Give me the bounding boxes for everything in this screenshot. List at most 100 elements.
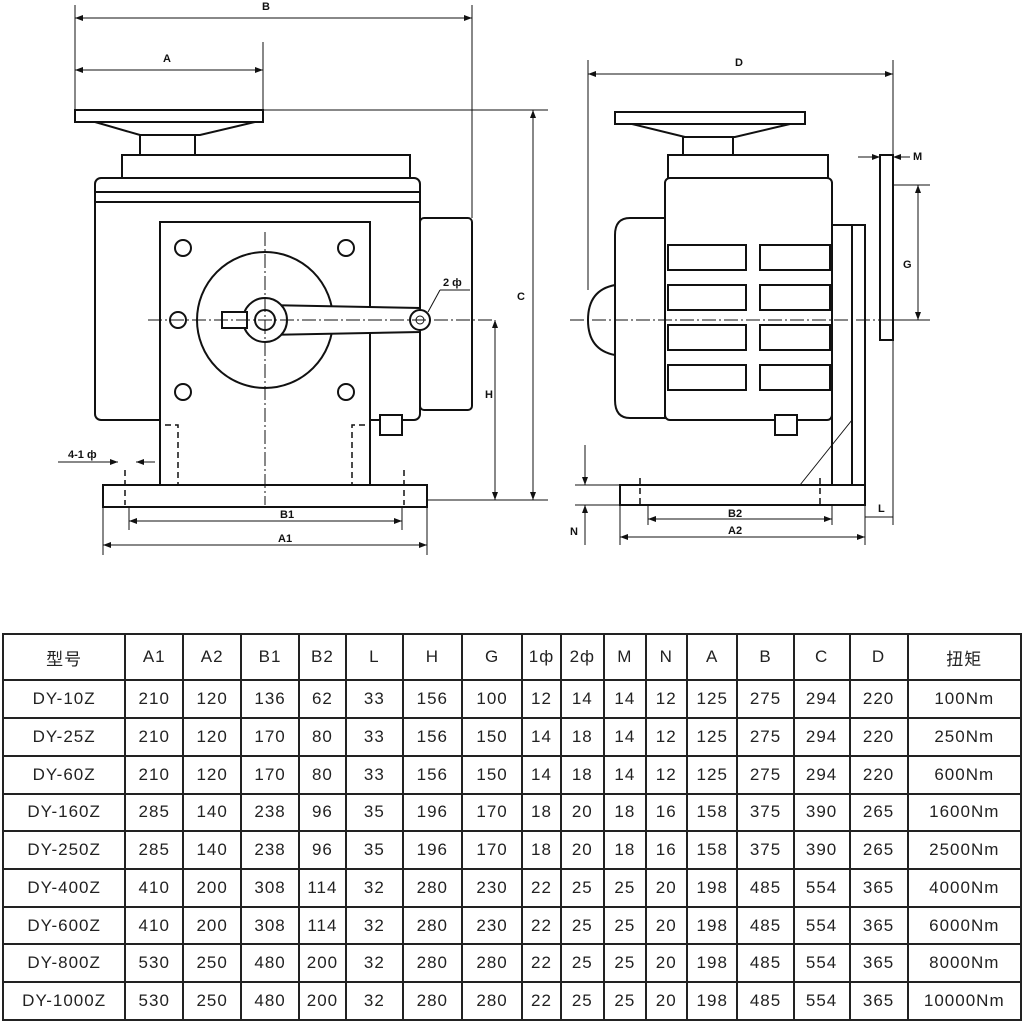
value-cell: 280	[401, 905, 463, 946]
value-cell: 220	[848, 717, 909, 757]
model-cell: DY-250Z	[1, 830, 127, 870]
value-cell: 294	[792, 679, 851, 720]
dim-B-label: B	[262, 1, 270, 13]
side-view-dimensions: D M G N B2 A2 L	[570, 57, 930, 545]
value-cell: 250Nm	[906, 717, 1023, 757]
value-cell: 156	[401, 717, 463, 757]
value-cell: 530	[124, 943, 185, 984]
value-cell: 158	[685, 830, 739, 870]
value-cell: 14	[521, 754, 562, 795]
value-cell: 96	[298, 792, 347, 833]
value-cell: 600Nm	[906, 754, 1023, 795]
value-cell: 125	[685, 717, 739, 757]
value-cell: 80	[298, 717, 347, 757]
value-cell: 285	[124, 830, 185, 870]
value-cell: 12	[521, 679, 562, 720]
value-cell: 32	[344, 981, 404, 1021]
value-cell: 12	[644, 754, 688, 795]
dim-2phi-label: 2 ф	[443, 277, 462, 289]
value-cell: 25	[603, 905, 647, 946]
value-cell: 230	[460, 905, 524, 946]
column-header: B2	[298, 632, 347, 682]
value-cell: 80	[298, 754, 347, 795]
value-cell: 4000Nm	[906, 867, 1023, 908]
value-cell: 308	[240, 867, 300, 908]
value-cell: 22	[521, 905, 562, 946]
value-cell: 170	[460, 792, 524, 833]
front-view-dimensions: B A C H 2 ф 4-1 ф B1 A1	[58, 1, 548, 555]
value-cell: 22	[521, 981, 562, 1021]
dim-D-label: D	[735, 57, 743, 69]
value-cell: 275	[736, 754, 795, 795]
value-cell: 140	[182, 792, 243, 833]
value-cell: 198	[685, 981, 739, 1021]
side-view	[570, 111, 900, 506]
value-cell: 25	[559, 981, 606, 1021]
dim-G-label: G	[903, 259, 912, 271]
value-cell: 1600Nm	[906, 792, 1023, 833]
value-cell: 62	[298, 679, 347, 720]
value-cell: 200	[182, 867, 243, 908]
value-cell: 96	[298, 830, 347, 870]
bolt-icons	[169, 239, 403, 436]
value-cell: 280	[401, 981, 463, 1021]
value-cell: 150	[460, 754, 524, 795]
value-cell: 390	[792, 830, 851, 870]
value-cell: 230	[460, 867, 524, 908]
value-cell: 20	[559, 830, 606, 870]
value-cell: 120	[182, 717, 243, 757]
value-cell: 12	[644, 717, 688, 757]
model-cell: DY-400Z	[1, 867, 127, 908]
value-cell: 25	[603, 943, 647, 984]
dim-M-label: M	[913, 151, 922, 163]
value-cell: 6000Nm	[906, 905, 1023, 946]
value-cell: 250	[182, 981, 243, 1021]
value-cell: 18	[603, 830, 647, 870]
value-cell: 410	[124, 905, 185, 946]
value-cell: 35	[344, 792, 404, 833]
value-cell: 8000Nm	[906, 943, 1023, 984]
column-header: A	[685, 632, 739, 682]
model-cell: DY-160Z	[1, 792, 127, 833]
value-cell: 20	[644, 867, 688, 908]
value-cell: 220	[848, 679, 909, 720]
value-cell: 196	[401, 792, 463, 833]
column-header: 型号	[1, 632, 127, 682]
value-cell: 2500Nm	[906, 830, 1023, 870]
column-header: L	[344, 632, 404, 682]
dim-N-label: N	[570, 526, 578, 538]
value-cell: 238	[240, 830, 300, 870]
dim-L-label: L	[878, 503, 885, 515]
value-cell: 32	[344, 943, 404, 984]
value-cell: 114	[298, 867, 347, 908]
value-cell: 33	[344, 679, 404, 720]
value-cell: 32	[344, 867, 404, 908]
model-cell: DY-10Z	[1, 679, 127, 720]
value-cell: 156	[401, 754, 463, 795]
column-header: G	[460, 632, 524, 682]
value-cell: 365	[848, 867, 909, 908]
front-view	[74, 109, 495, 508]
value-cell: 158	[685, 792, 739, 833]
column-header: B1	[240, 632, 300, 682]
value-cell: 280	[460, 981, 524, 1021]
value-cell: 120	[182, 679, 243, 720]
value-cell: 365	[848, 981, 909, 1021]
model-cell: DY-1000Z	[1, 981, 127, 1021]
value-cell: 32	[344, 905, 404, 946]
column-header: B	[736, 632, 795, 682]
value-cell: 220	[848, 754, 909, 795]
value-cell: 18	[559, 717, 606, 757]
value-cell: 365	[848, 943, 909, 984]
value-cell: 25	[603, 867, 647, 908]
dim-C-label: C	[517, 291, 525, 303]
value-cell: 140	[182, 830, 243, 870]
value-cell: 275	[736, 717, 795, 757]
value-cell: 125	[685, 754, 739, 795]
value-cell: 136	[240, 679, 300, 720]
model-cell: DY-60Z	[1, 754, 127, 795]
